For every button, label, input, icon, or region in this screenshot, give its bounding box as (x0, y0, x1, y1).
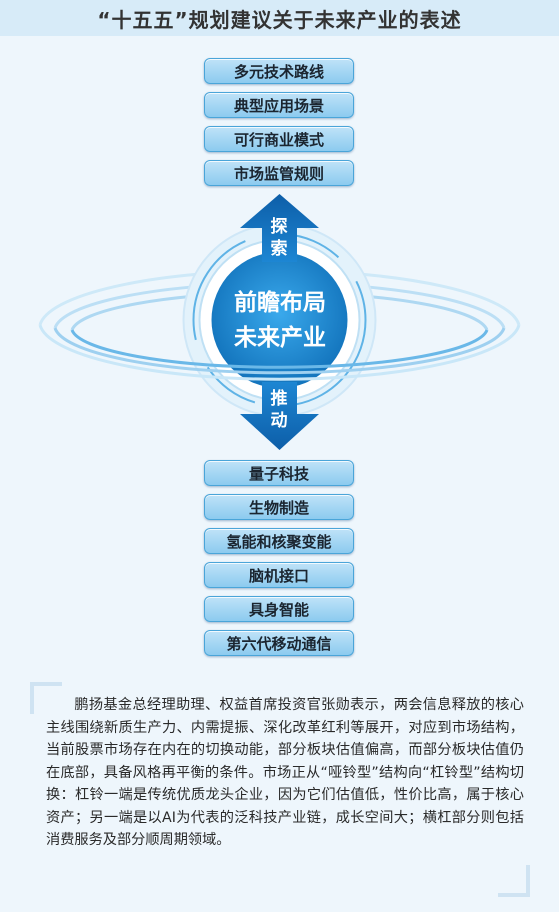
core-title-line1: 前瞻布局 (234, 290, 326, 316)
promote-label: 推动 (270, 389, 288, 431)
core-title-line2: 未来产业 (234, 325, 326, 351)
explore-item: 可行商业模式 (204, 126, 354, 152)
corner-bracket-top-left (30, 682, 62, 714)
explore-item: 多元技术路线 (204, 58, 354, 84)
promote-item: 量子科技 (204, 460, 354, 486)
dashed-ring (192, 233, 367, 407)
corner-bracket-bottom-right (498, 865, 530, 897)
down-arrow-icon (240, 382, 319, 450)
quote-box: 鹏扬基金总经理助理、权益首席投资官张勋表示，两会信息释放的核心主线围绕新质生产力… (30, 682, 530, 897)
promote-item: 氢能和核聚变能 (204, 528, 354, 554)
core-circle (211, 252, 348, 388)
explore-item: 典型应用场景 (204, 92, 354, 118)
orbit-ring-front (70, 329, 489, 369)
orbit-ring-front (38, 324, 521, 381)
quote-paragraph: 鹏扬基金总经理助理、权益首席投资官张勋表示，两会信息释放的核心主线围绕新质生产力… (46, 697, 524, 848)
explore-item: 市场监管规则 (204, 160, 354, 186)
core-graphic (38, 194, 521, 450)
page-title: “十五五”规划建议关于未来产业的表述 (0, 0, 559, 36)
promote-item: 生物制造 (204, 494, 354, 520)
explore-label: 探索 (270, 217, 288, 259)
promote-item: 脑机接口 (204, 562, 354, 588)
promote-item: 第六代移动通信 (204, 630, 354, 656)
orbit-ring-front (53, 327, 506, 375)
promote-item: 具身智能 (204, 596, 354, 622)
up-arrow-icon (240, 194, 319, 262)
